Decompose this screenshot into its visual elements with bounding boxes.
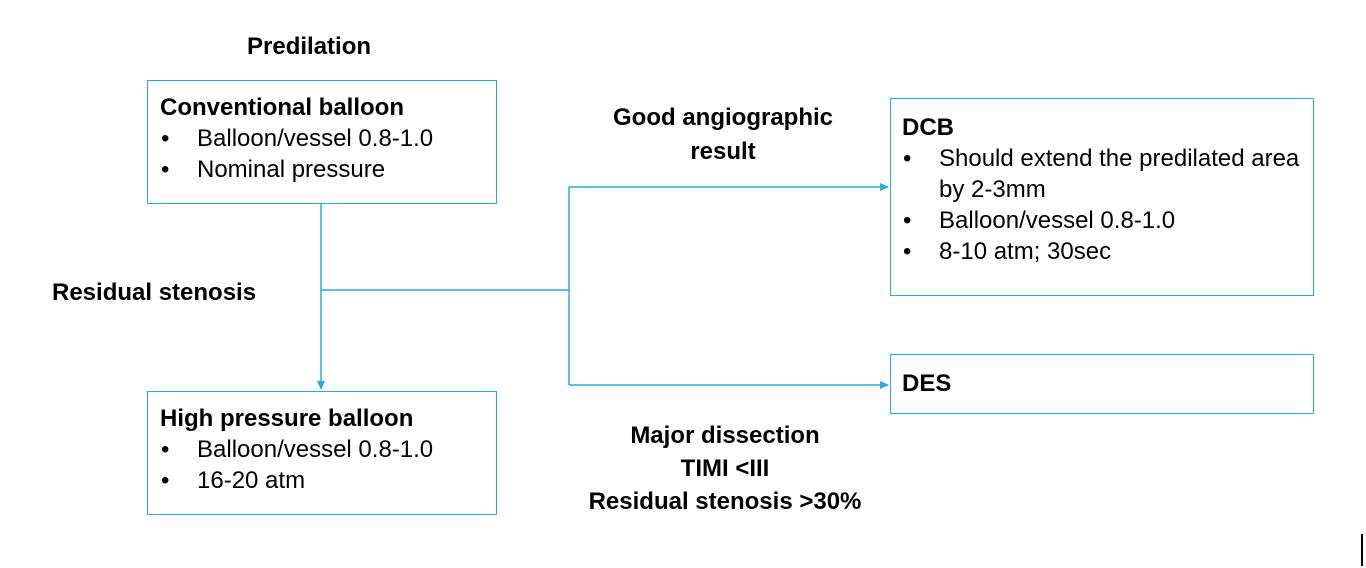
bullet-icon: • [161,156,170,183]
des-title: DES [902,370,952,397]
dcb-box: DCB •Should extend the predilated area b… [890,98,1314,296]
complication-line-3: Residual stenosis >30% [588,488,862,515]
complication-label: Major dissection TIMI <III Residual sten… [540,419,910,518]
list-item: •Balloon/vessel 0.8-1.0 [161,125,434,152]
bullet-icon: • [903,207,912,234]
conventional-balloon-title: Conventional balloon [160,94,404,121]
diagram-title: Predilation [247,33,372,60]
list-item: •Nominal pressure [161,156,386,183]
high-pressure-balloon-list: •Balloon/vessel 0.8-1.0 •16-20 atm [160,434,496,496]
list-item: •16-20 atm [161,467,306,494]
text-cursor [1361,534,1363,566]
conventional-balloon-list: •Balloon/vessel 0.8-1.0 •Nominal pressur… [160,123,496,185]
bullet-icon: • [161,125,170,152]
list-item: •Balloon/vessel 0.8-1.0 [161,436,434,463]
complication-line-2: TIMI <III [680,455,770,482]
dcb-title: DCB [902,114,954,141]
bullet-icon: • [161,436,170,463]
high-pressure-balloon-title: High pressure balloon [160,405,414,432]
list-item: •8-10 atm; 30sec [903,238,1112,265]
bullet-icon: • [161,467,170,494]
high-pressure-balloon-box: High pressure balloon •Balloon/vessel 0.… [147,391,497,515]
bullet-icon: • [903,145,912,172]
list-item: •Balloon/vessel 0.8-1.0 [903,207,1176,234]
bullet-icon: • [903,238,912,265]
dcb-list: •Should extend the predilated area by 2-… [902,143,1302,267]
list-item: •Should extend the predilated area by 2-… [903,145,1300,203]
complication-line-1: Major dissection [630,422,820,449]
des-box: DES [890,354,1314,414]
conventional-balloon-box: Conventional balloon •Balloon/vessel 0.8… [147,80,497,204]
residual-stenosis-label: Residual stenosis [52,279,257,306]
good-result-label: Good angiographic result [613,104,833,165]
